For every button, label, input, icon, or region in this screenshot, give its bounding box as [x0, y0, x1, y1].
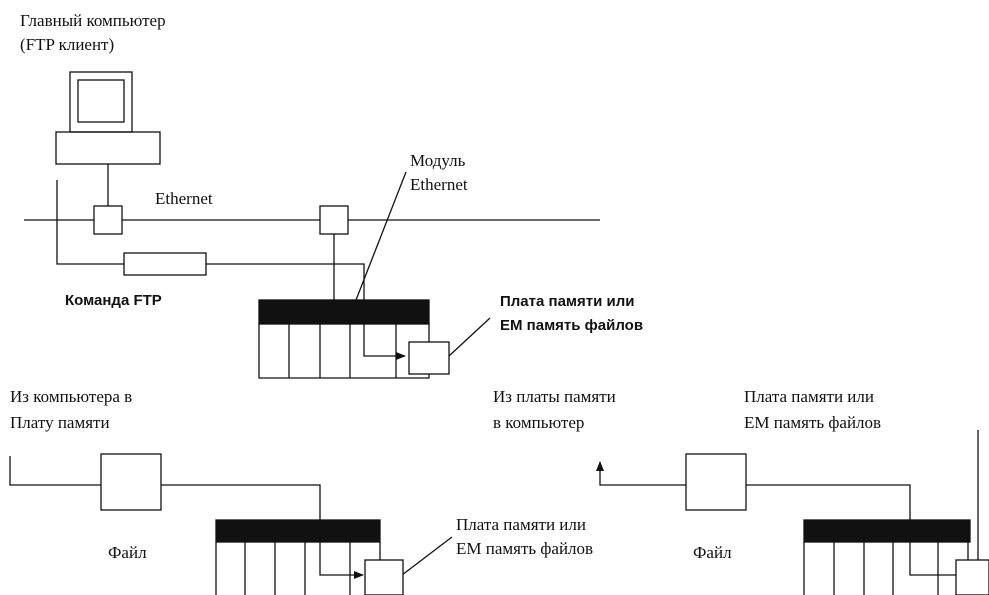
ftp-command-label: Команда FTP: [65, 292, 162, 309]
left-card-label-line1: Плата памяти или: [456, 515, 586, 534]
right-path-out: [596, 461, 686, 486]
host-transceiver: [93, 205, 123, 235]
left-transfer-lines: [9, 453, 453, 579]
module-label-line1: Модуль: [410, 151, 466, 170]
plc-rack-top: [258, 299, 450, 379]
ftp-path-left: [56, 180, 124, 265]
module-label-line2: Ethernet: [410, 175, 468, 194]
host-label-line2: (FTP клиент): [20, 35, 114, 54]
monitor-screen: [77, 79, 125, 123]
left-card-label-line2: EM память файлов: [456, 539, 593, 558]
rack-top-bar: [258, 299, 430, 325]
left-file-box: [100, 453, 162, 511]
monitor: [69, 71, 133, 133]
right-card-label-line2: EM память файлов: [744, 413, 881, 432]
card-top-label-line1: Плата памяти или: [500, 293, 634, 310]
left-title-line1: Из компьютера в: [10, 387, 132, 406]
memory-card-top: [408, 341, 450, 375]
left-file-label: Файл: [108, 543, 147, 562]
left-memory-card: [364, 559, 404, 595]
left-card-pointer: [401, 536, 453, 576]
module-transceiver: [319, 205, 349, 235]
left-title-line2: Плату памяти: [10, 413, 110, 432]
right-title-line2: в компьютер: [493, 413, 584, 432]
right-file-box: [685, 453, 747, 511]
plc-rack-right: [803, 519, 989, 595]
right-card-label-line1: Плата памяти или: [744, 387, 874, 406]
left-path-arrow: [319, 540, 364, 579]
right-path-mid: [746, 484, 911, 520]
plc-rack-left: [215, 519, 404, 595]
card-top-label-line2: EM память файлов: [500, 317, 643, 334]
right-rack-top-bar: [803, 519, 971, 543]
left-path-in: [9, 456, 101, 486]
ftp-command-box: [123, 252, 207, 276]
right-memory-card: [955, 559, 989, 595]
network-label: Ethernet: [155, 189, 213, 208]
left-path-mid: [161, 484, 321, 520]
network-lines: [24, 164, 600, 360]
right-path-card: [909, 540, 956, 576]
right-file-label: Файл: [693, 543, 732, 562]
computer-base: [55, 131, 161, 165]
right-title-line1: Из платы памяти: [493, 387, 616, 406]
card-top-pointer: [448, 317, 491, 357]
host-computer: [55, 71, 161, 165]
left-rack-top-bar: [215, 519, 381, 543]
module-pointer: [355, 171, 407, 301]
right-transfer-lines: [596, 430, 979, 595]
host-label-line1: Главный компьютер: [20, 11, 166, 30]
